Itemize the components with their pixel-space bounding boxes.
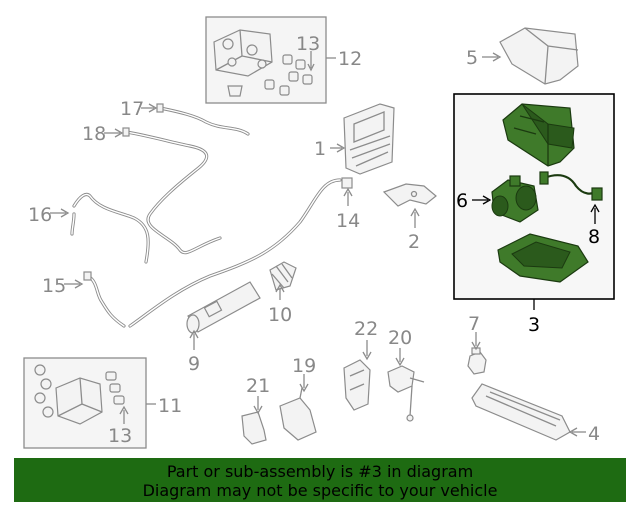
- assembly-3-harness: [539, 171, 603, 201]
- callout-4: 4: [588, 423, 600, 445]
- callout-11: 11: [158, 395, 182, 417]
- part-1-module: [343, 103, 395, 175]
- inset-box-12: 13: [205, 16, 327, 104]
- callout-17: 17: [120, 98, 144, 120]
- callout-21: 21: [246, 375, 270, 397]
- part-20-sensor: [387, 365, 425, 422]
- assembly-3-compressor: [491, 175, 539, 223]
- callout-8: 8: [588, 226, 600, 248]
- part-7-valve: [467, 347, 487, 375]
- banner-line-part: Part or sub-assembly is #3 in diagram: [166, 462, 474, 481]
- callout-12: 12: [338, 48, 362, 70]
- callout-1: 1: [314, 138, 326, 160]
- part-17-hose: [156, 103, 250, 136]
- fitting-set-illustration: [264, 54, 313, 96]
- part-2-bracket: [382, 183, 437, 207]
- main-hose: [128, 178, 342, 328]
- modulator-unit-illustration: [213, 29, 273, 97]
- callout-2: 2: [408, 231, 420, 253]
- callout-9: 9: [188, 353, 200, 375]
- part-19-sensor: [279, 387, 317, 441]
- callout-22: 22: [354, 318, 378, 340]
- assembly-3-cover: [502, 103, 575, 167]
- callout-13-bottom: 13: [108, 425, 132, 447]
- banner-line-disclaimer: Diagram may not be specific to your vehi…: [142, 481, 498, 500]
- part-9-tube: [186, 281, 261, 334]
- callout-3: 3: [528, 314, 540, 336]
- callout-7: 7: [468, 313, 480, 335]
- part-22-bracket: [343, 359, 371, 411]
- part-16-hose: [70, 192, 150, 264]
- part-21-bracket: [241, 411, 267, 445]
- callout-18: 18: [82, 123, 106, 145]
- assembly-3-base-tray: [497, 233, 589, 283]
- callout-13-top: 13: [296, 33, 320, 55]
- callout-16: 16: [28, 204, 52, 226]
- callout-14: 14: [336, 210, 360, 232]
- part-18-hose: [122, 127, 222, 255]
- part-15-hose: [83, 271, 126, 328]
- callout-19: 19: [292, 355, 316, 377]
- callout-20: 20: [388, 327, 412, 349]
- part-4-plate: [471, 383, 571, 441]
- callout-6: 6: [456, 190, 468, 212]
- diagram-notice-banner: Part or sub-assembly is #3 in diagram Di…: [14, 458, 626, 502]
- part-14-clip: [341, 177, 353, 189]
- callout-15: 15: [42, 275, 66, 297]
- part-5-cover: [499, 27, 579, 85]
- callout-5: 5: [466, 47, 478, 69]
- inset-box-11: 13: [23, 357, 147, 449]
- part-10-boot: [269, 261, 297, 291]
- parts-diagram: 13 12 5 6 8 3 1: [23, 16, 615, 449]
- callout-10: 10: [268, 304, 292, 326]
